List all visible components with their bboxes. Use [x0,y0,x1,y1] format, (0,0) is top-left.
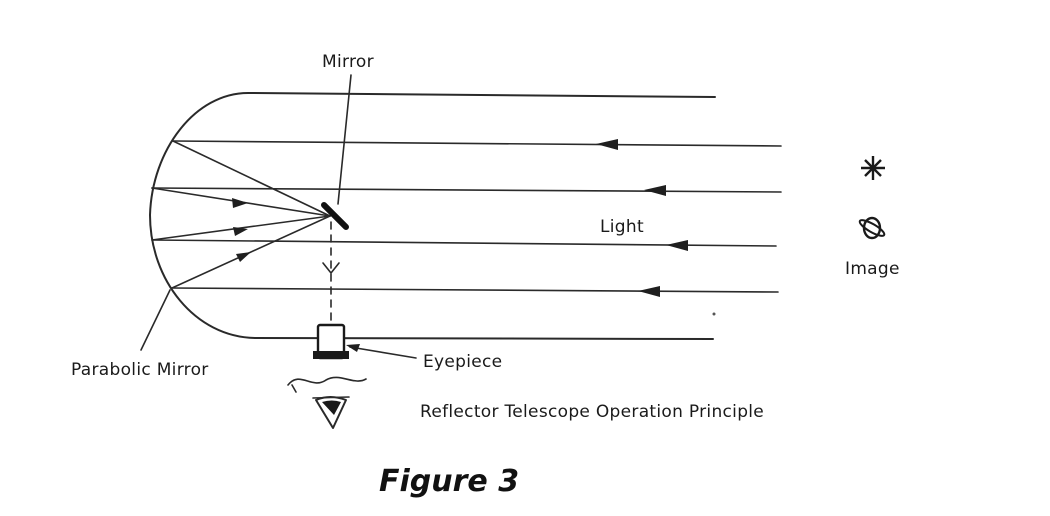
reflected-ray-1 [172,140,331,217]
arrowhead-right [233,227,248,236]
eye-lash [312,396,350,399]
parabolic-mirror-outline [149,92,256,339]
eyepiece [313,323,349,360]
incoming-light-rays [151,139,782,297]
telescope-tube [149,92,716,340]
down-arrow [322,262,340,274]
light-ray-4 [171,287,779,293]
image-label: Image [845,259,900,279]
eyepiece-label: Eyepiece [423,352,502,372]
eyepiece-base [313,351,349,359]
eyepiece-leader-line [349,346,417,359]
arrowhead-left [666,240,688,251]
arrowhead-right [232,198,248,208]
arrowhead-left [596,139,618,150]
wavy-tick [291,384,297,393]
eye-icon [312,396,350,429]
figure-title: Figure 3 [379,464,519,499]
eye-pupil [322,400,341,415]
wavy-line [287,376,367,386]
secondary-mirror [321,202,349,230]
reflected-ray-3 [151,215,331,241]
tube-top-wall [247,92,716,98]
eyepiece-light-path [322,221,340,327]
light-label: Light [600,217,644,237]
planet-icon [858,216,886,240]
arrowhead-left [638,286,660,297]
diagram-caption: Reflector Telescope Operation Principle [420,402,764,422]
light-ray-2 [151,187,782,193]
mirror-label: Mirror [322,52,374,72]
arrowhead-left [644,185,666,196]
light-ray-1 [172,140,782,147]
arrowhead-right [236,252,251,262]
star-icon [861,156,885,180]
reflected-rays [151,140,331,289]
mirror-leader-line [337,74,352,205]
speck [712,312,716,316]
eyepiece-leader-arrow [346,344,360,352]
parabolic-mirror-leader-line [140,289,171,351]
parabolic-mirror-label: Parabolic Mirror [71,360,209,380]
